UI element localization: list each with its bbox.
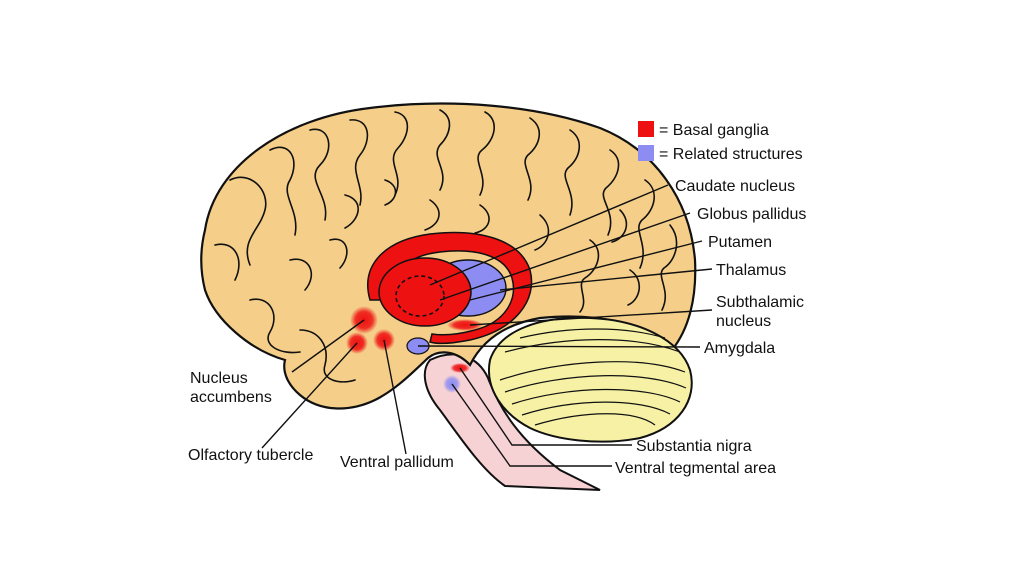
globus-pallidus — [395, 275, 445, 317]
label-amygdala: Amygdala — [704, 340, 775, 357]
label-substantia-nigra: Substantia nigra — [636, 438, 752, 455]
label-ventral-pallidum: Ventral pallidum — [340, 454, 454, 471]
legend: = Basal ganglia = Related structures — [638, 121, 803, 163]
label-globus-pallidus: Globus pallidus — [697, 206, 806, 223]
label-subthalamic-nucleus-1: Subthalamic — [716, 294, 804, 311]
leader-lines — [261, 184, 713, 467]
cerebrum — [200, 102, 697, 410]
legend-label-related-structures: = Related structures — [659, 146, 803, 163]
label-nucleus-accumbens-2: accumbens — [190, 389, 272, 406]
label-subthalamic-nucleus-2: nucleus — [716, 313, 771, 330]
label-ventral-tegmental-area: Ventral tegmental area — [615, 460, 776, 477]
label-caudate-nucleus: Caudate nucleus — [675, 178, 795, 195]
subthalamic-nucleus — [447, 319, 483, 331]
brainstem — [423, 353, 601, 491]
cerebellum — [487, 316, 693, 443]
label-thalamus: Thalamus — [716, 262, 786, 279]
legend-label-basal-ganglia: = Basal ganglia — [659, 122, 769, 139]
label-nucleus-accumbens-1: Nucleus — [190, 370, 248, 387]
putamen — [378, 257, 472, 327]
label-olfactory-tubercle: Olfactory tubercle — [188, 447, 313, 464]
cortex-folds — [214, 109, 678, 383]
legend-swatch-basal-ganglia — [638, 121, 654, 137]
label-putamen: Putamen — [708, 234, 772, 251]
legend-swatch-related-structures — [638, 145, 654, 161]
